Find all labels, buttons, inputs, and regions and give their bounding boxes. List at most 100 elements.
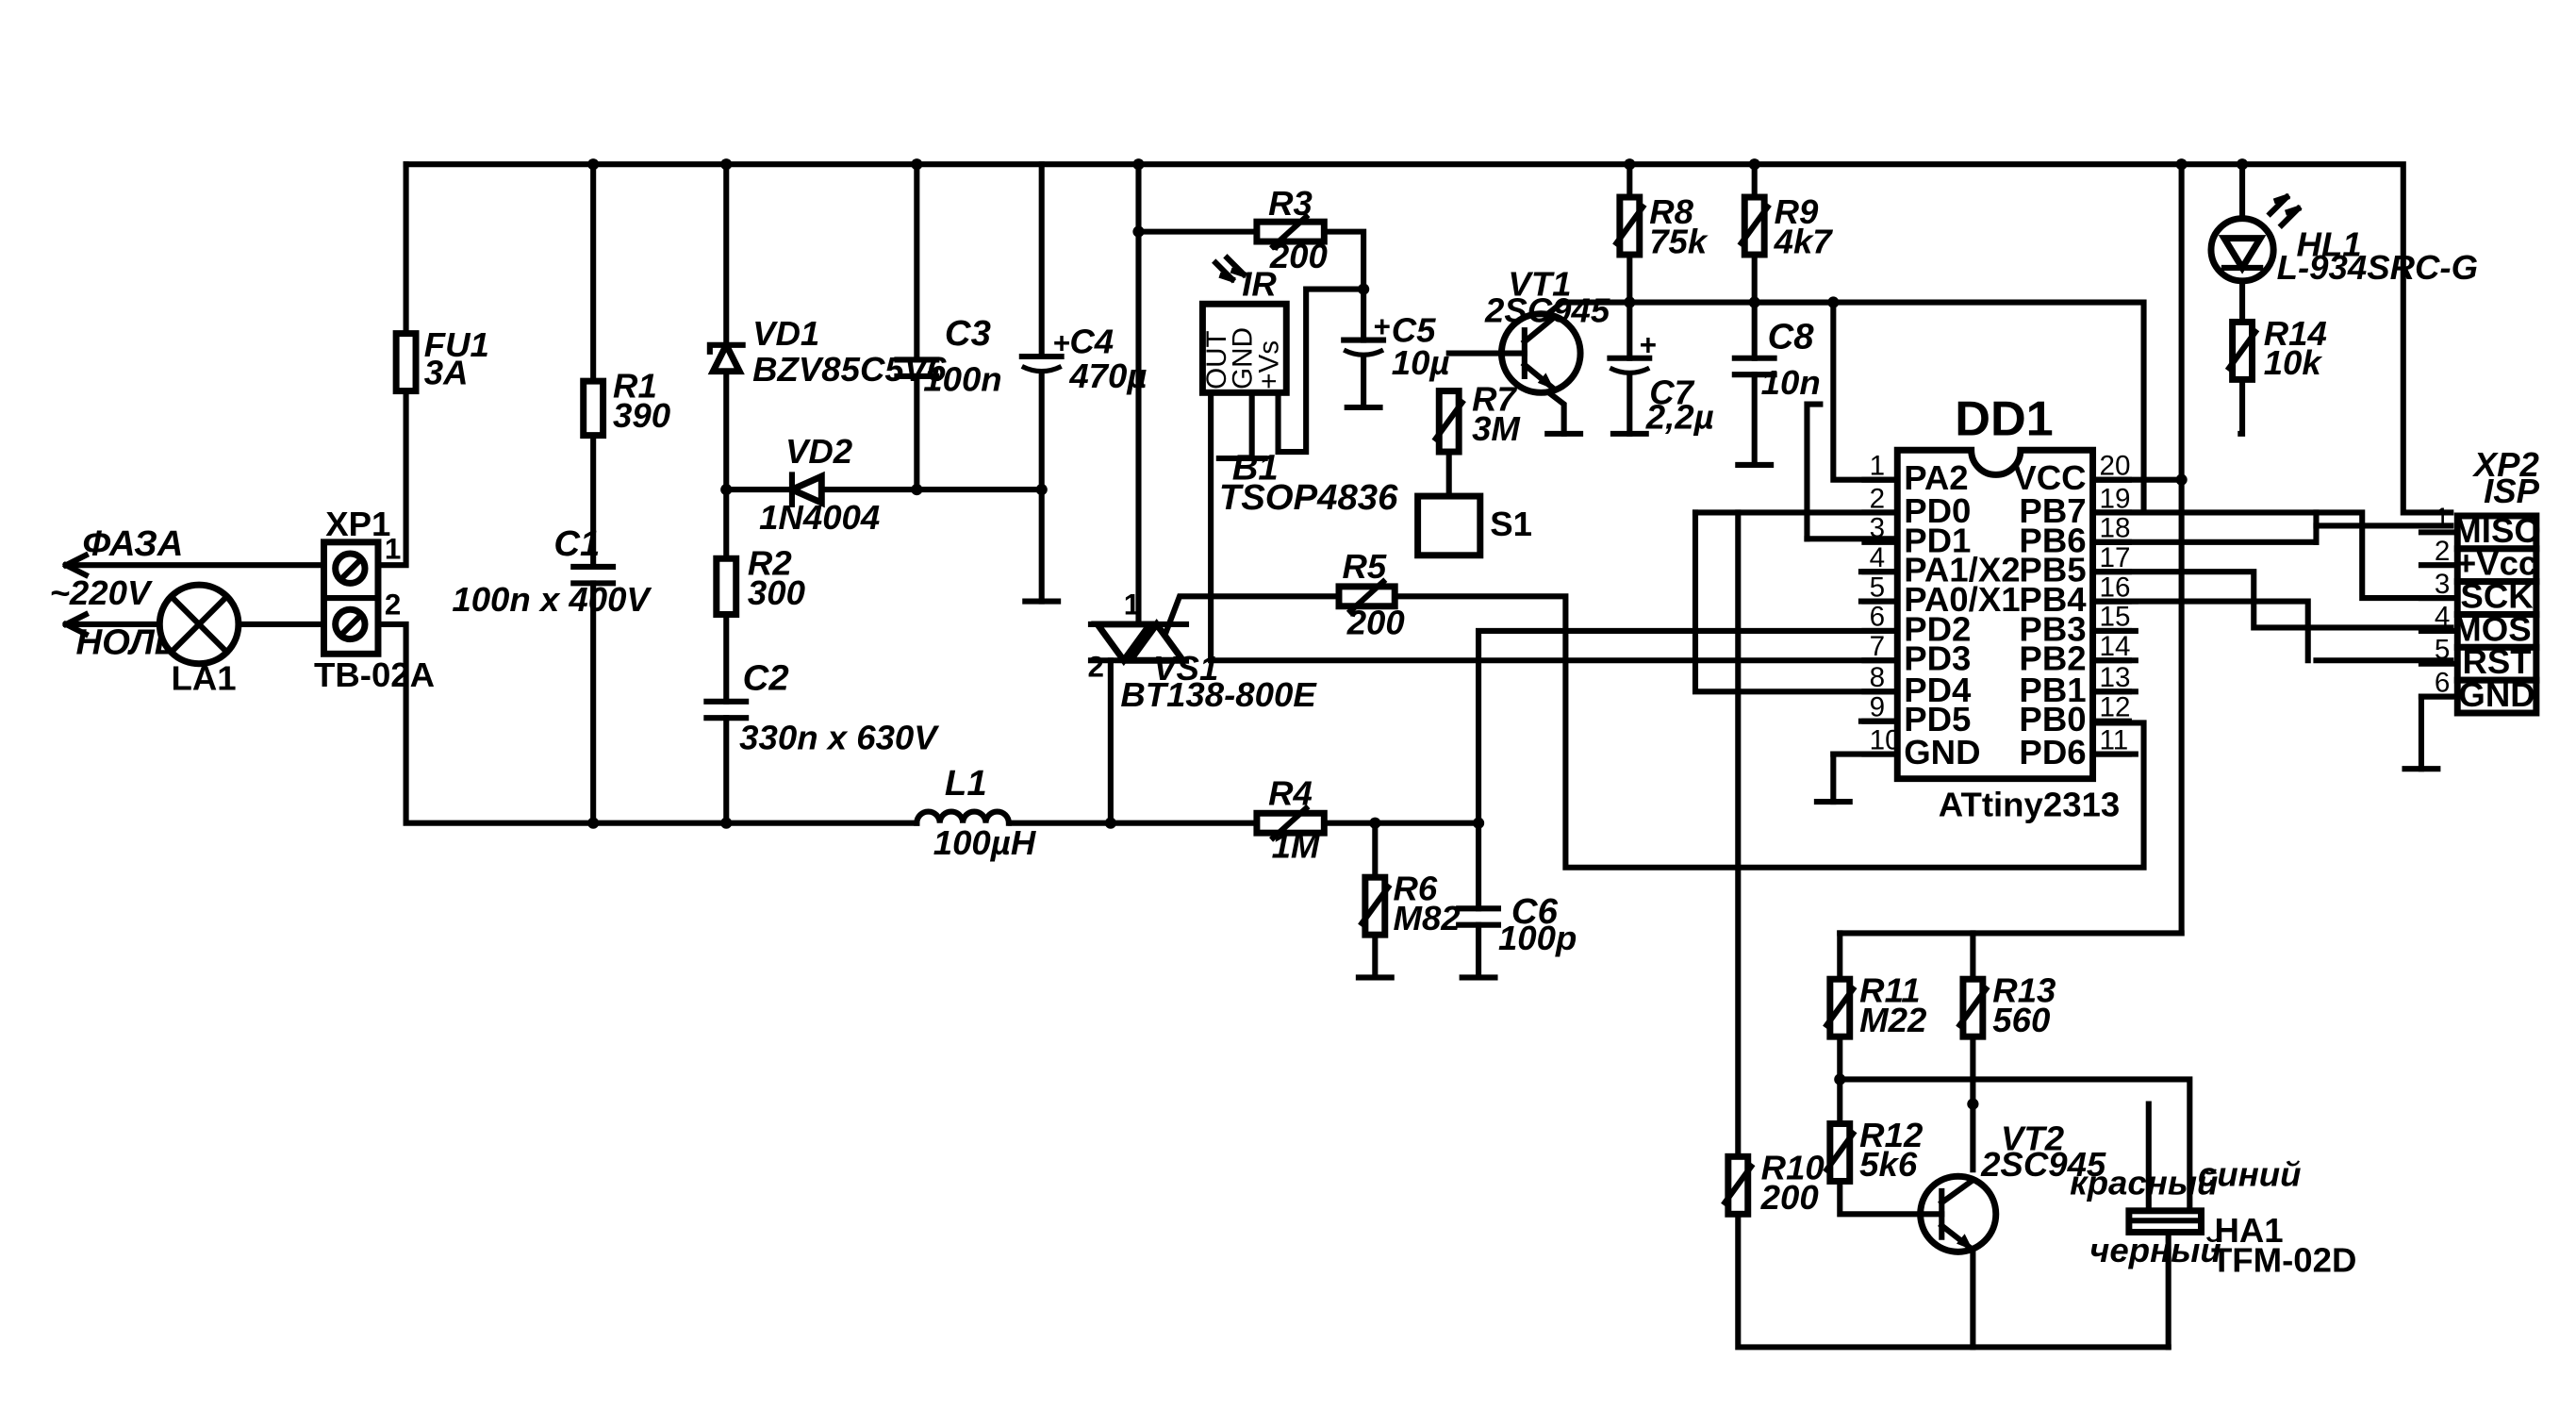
s1-ref: S1	[1490, 505, 1532, 543]
fuse-fu1: FU1 3A	[392, 325, 489, 395]
r10-ref: R10	[1761, 1149, 1825, 1187]
c6-value: 100p	[1498, 919, 1577, 957]
dd1-pin-number: 2	[1870, 483, 1885, 514]
b1-ir: IR	[1242, 265, 1277, 304]
ha1-value: TFM-02D	[2211, 1240, 2356, 1279]
c1-value: 100n x 400V	[452, 580, 652, 619]
dd1-pin-number: 1	[1870, 450, 1885, 481]
dd1-pin-name: PD3	[1904, 639, 1971, 678]
dd1-pin-number: 11	[2100, 724, 2129, 755]
dd1-pin-name: PA0/X1	[1904, 580, 2020, 619]
diode-vd2: VD2 1N4004	[759, 432, 880, 537]
r3-ref: R3	[1268, 184, 1313, 223]
transistor-vt2: VT2 2SC945	[1917, 1119, 2106, 1255]
r14-value: 10k	[2264, 343, 2323, 382]
dd1-part: ATtiny2313	[1939, 786, 2120, 824]
xp2-pin-number: 2	[2435, 536, 2450, 567]
dd1-pin-number: 18	[2100, 513, 2131, 544]
resistor-r3: R3 200	[1253, 184, 1328, 275]
dd1-pin-name: PB7	[2019, 491, 2086, 530]
dd1-pin-name: PB0	[2019, 700, 2086, 738]
triac-vs1: 1 2 VS1 BT138-800E	[1087, 588, 1317, 714]
c8-ref: C8	[1768, 316, 1815, 356]
c6-ref: C6	[1511, 891, 1559, 932]
la1-ref: LA1	[171, 659, 236, 698]
dd1-pin-number: 4	[1870, 542, 1885, 573]
r2-ref: R2	[748, 544, 792, 583]
xp2-pin-name: MISO	[2452, 511, 2540, 550]
svg-text:+: +	[1374, 310, 1391, 343]
ha1-wire-blue: синий	[2198, 1155, 2301, 1194]
dd1-pin-number: 5	[1870, 572, 1885, 603]
capacitor-c1: C1 100n x 400V	[452, 523, 652, 619]
vd1-value: BZV85C5V6	[752, 350, 947, 389]
c7-ref: C7	[1649, 373, 1694, 412]
r13-value: 560	[1992, 1001, 2050, 1039]
r5-ref: R5	[1342, 547, 1386, 586]
c2-value: 330n x 630V	[739, 718, 939, 756]
resistor-r8: R8 75k	[1612, 192, 1709, 260]
r6-ref: R6	[1393, 870, 1437, 908]
vs1-pin1: 1	[1124, 588, 1140, 621]
b1-ref: B1	[1232, 448, 1279, 489]
dd1-pin-name: PB2	[2019, 639, 2086, 678]
dd1-ref: DD1	[1955, 392, 2054, 447]
capacitor-c5: + C5 10µ	[1341, 310, 1450, 382]
vd1-ref: VD1	[752, 314, 819, 353]
vs1-value: BT138-800E	[1120, 675, 1317, 714]
xp2-pin-number: 6	[2435, 667, 2450, 698]
xp2-pin-name: MOSI	[2452, 609, 2540, 648]
r13-ref: R13	[1992, 971, 2056, 1010]
xp2-pin-name: GND	[2458, 675, 2535, 714]
dd1-pin-number: 8	[1870, 662, 1885, 693]
dd1-pin-name: PB1	[2019, 671, 2086, 709]
vt2-ref: VT2	[2001, 1119, 2064, 1157]
vt1-value: 2SC945	[1484, 290, 1610, 329]
b1-value: TSOP4836	[1219, 477, 1398, 518]
hl1-ref: HL1	[2297, 225, 2362, 264]
dd1-pin-name: PA2	[1904, 458, 1968, 497]
resistor-r7: R7 3M	[1431, 379, 1521, 456]
vd2-ref: VD2	[785, 432, 852, 471]
r2-value: 300	[748, 573, 805, 612]
dd1-pin-name: PD6	[2019, 733, 2086, 771]
r9-value: 4k7	[1774, 222, 1834, 260]
xp1-type: TB-02A	[314, 655, 435, 694]
capacitor-c8: C8 10n	[1731, 316, 1821, 402]
xp2-pin-number: 4	[2435, 602, 2450, 633]
c5-ref: C5	[1392, 310, 1436, 349]
dd1-pin-name: PD0	[1904, 491, 1971, 530]
capacitor-c4: + C4 470µ	[1018, 323, 1147, 395]
vt1-ref: VT1	[1508, 265, 1571, 304]
xp2-ref: XP2	[2472, 445, 2539, 484]
ha1-wire-red: красный	[2070, 1163, 2218, 1202]
b1-out: OUT	[1201, 330, 1232, 390]
zener-vd1: VD1 BZV85C5V6	[706, 314, 947, 389]
phase-label: ФАЗА	[82, 523, 183, 564]
terminal-xp1: XP1 1 2 TB-02A	[314, 505, 435, 694]
wires	[62, 161, 2454, 1351]
b1-vs: +Vs	[1254, 340, 1285, 390]
lamp-la1: LA1	[156, 581, 242, 698]
dd1-pin-name: PD1	[1904, 521, 1971, 559]
r7-ref: R7	[1472, 379, 1517, 418]
ha1-wire-black: черный	[2089, 1231, 2221, 1269]
c3-ref: C3	[945, 313, 991, 354]
fu1-value: 3A	[424, 354, 469, 392]
dd1-pin-number: 16	[2100, 572, 2131, 603]
xp1-pin1: 1	[385, 532, 401, 565]
xp2-pin-name: SCK	[2460, 577, 2534, 616]
fu1-ref: FU1	[424, 325, 489, 364]
junctions	[587, 158, 2249, 1110]
xp2-pin-name: RST	[2462, 642, 2531, 681]
capacitor-c6: C6 100p	[1456, 891, 1577, 957]
capacitor-c3: C3 100n	[894, 313, 1002, 399]
resistor-r5: R5 200	[1335, 547, 1405, 641]
r12-ref: R12	[1859, 1116, 1923, 1154]
dd1-pin-number: 14	[2100, 631, 2131, 662]
vs1-pin2: 2	[1087, 651, 1103, 684]
r1-ref: R1	[613, 367, 657, 406]
